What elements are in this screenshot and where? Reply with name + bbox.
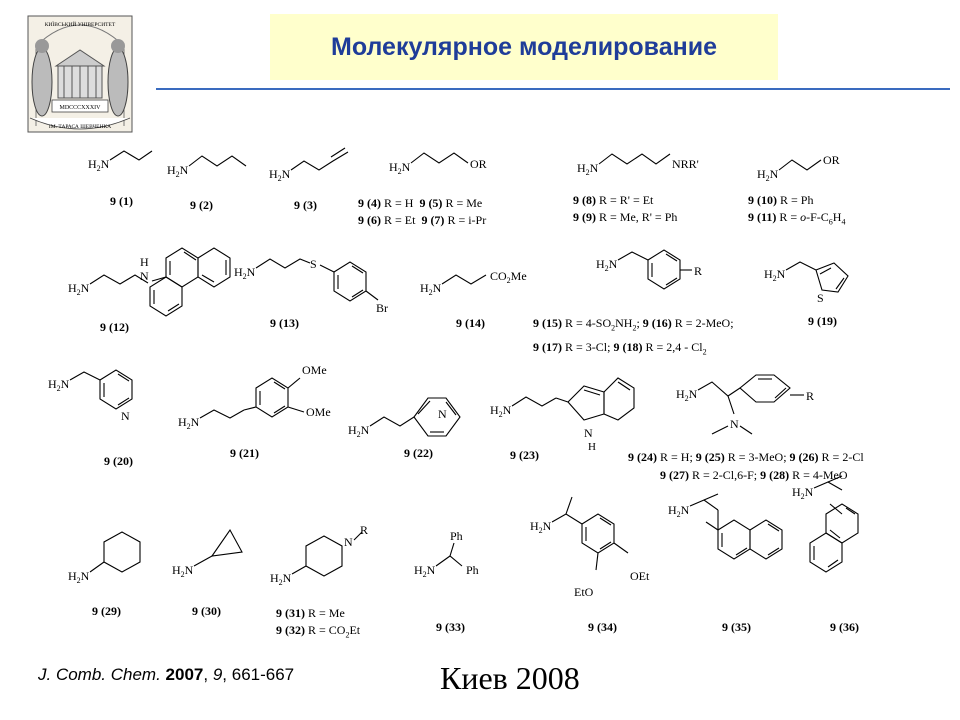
structure-20: N (47, 369, 133, 423)
substituent-8: 9 (8) R = R' = Et (573, 193, 654, 207)
substituent-27-28: 9 (27) R = 2-Cl,6-F; 9 (28) R = 4-MeO (660, 468, 848, 482)
structure-34: EtO OEt (529, 496, 650, 599)
substituent-24-26: 9 (24) R = H; 9 (25) R = 3-MeO; 9 (26) R… (628, 450, 864, 464)
substituent-9: 9 (9) R = Me, R' = Ph (573, 210, 678, 224)
substituent-6-7: 9 (6) R = Et 9 (7) R = i-Pr (358, 213, 487, 227)
svg-text:H: H (140, 255, 149, 269)
compound-label-13: 9 (13) (270, 316, 299, 330)
substituent-11: 9 (11) R = o-F-C6H4 (748, 210, 846, 227)
compound-label-2: 9 (2) (190, 198, 213, 212)
title-divider (156, 88, 950, 90)
svg-text:Ph: Ph (466, 563, 479, 577)
substituent-31: 9 (31) R = Me (276, 606, 345, 620)
structure-2 (166, 155, 247, 180)
reference-journal: J. Comb. Chem. (38, 665, 161, 684)
compound-label-20: 9 (20) (104, 454, 133, 468)
structure-33: Ph Ph (413, 529, 479, 580)
structure-15-18: R (595, 249, 702, 290)
structure-22: N (347, 397, 461, 440)
svg-text:S: S (310, 257, 317, 271)
svg-text:Ph: Ph (450, 529, 463, 543)
svg-text:S: S (817, 291, 824, 305)
structure-30 (171, 528, 243, 580)
compound-label-34: 9 (34) (588, 620, 617, 634)
compound-label-21: 9 (21) (230, 446, 259, 460)
svg-text:OR: OR (823, 153, 840, 167)
compound-label-33: 9 (33) (436, 620, 465, 634)
compound-label-30: 9 (30) (192, 604, 221, 618)
footer-city-year: Киев 2008 (440, 660, 580, 696)
svg-text:CO2Me: CO2Me (490, 269, 527, 285)
structure-3 (268, 147, 349, 184)
structure-31-32: N R (269, 523, 368, 588)
compound-label-14: 9 (14) (456, 316, 485, 330)
structure-23: N H (489, 377, 635, 453)
compound-label-19: 9 (19) (808, 314, 837, 328)
compound-label-22: 9 (22) (404, 446, 433, 460)
svg-text:N: N (140, 269, 149, 283)
substituent-4-5: 9 (4) R = H 9 (5) R = Me (358, 196, 483, 210)
svg-text:OR: OR (470, 157, 487, 171)
structure-14: CO2Me (419, 269, 527, 298)
title-box: Молекулярное моделирование (270, 14, 778, 80)
reference-year: 2007 (165, 665, 204, 684)
svg-text:N: N (584, 426, 593, 440)
substituent-17-18: 9 (17) R = 3-Cl; 9 (18) R = 2,4 - Cl2 (533, 340, 707, 357)
structure-24-28: N R (675, 374, 814, 435)
page-title: Молекулярное моделирование (331, 32, 717, 61)
compound-label-3: 9 (3) (294, 198, 317, 212)
structure-1 (87, 150, 153, 174)
svg-text:OEt: OEt (630, 569, 650, 583)
svg-text:Br: Br (376, 301, 388, 315)
structure-35 (667, 493, 783, 560)
svg-text:N: N (344, 535, 353, 549)
compound-label-1: 9 (1) (110, 194, 133, 208)
compound-label-36: 9 (36) (830, 620, 859, 634)
structure-13: S Br (233, 257, 388, 315)
reference-pages: 661-667 (231, 665, 295, 684)
svg-text:H: H (588, 441, 596, 453)
structure-19: S (763, 261, 849, 305)
seal-top-text: КИЇВСЬКИЙ УНІВЕРСИТЕТ (45, 20, 116, 28)
seal-year-text: MDCCCXXXIV (59, 105, 101, 111)
structure-10-11: OR (756, 153, 840, 184)
structure-8-9: NRR' (576, 153, 699, 178)
svg-text:N: N (121, 409, 130, 423)
svg-text:NRR': NRR' (672, 157, 699, 171)
structure-21: OMe OMe (177, 363, 331, 432)
svg-text:OMe: OMe (302, 363, 327, 377)
svg-text:OMe: OMe (306, 405, 331, 419)
substituent-10: 9 (10) R = Ph (748, 193, 814, 207)
structure-36 (791, 475, 859, 573)
svg-text:N: N (730, 417, 739, 431)
compound-label-29: 9 (29) (92, 604, 121, 618)
svg-text:N: N (438, 407, 447, 421)
svg-text:EtO: EtO (574, 585, 594, 599)
svg-text:R: R (360, 523, 368, 537)
substituent-32: 9 (32) R = CO2Et (276, 623, 361, 640)
svg-text:R: R (694, 264, 702, 278)
seal-bottom-text: ІМ. ТАРАСА ШЕВЧЕНКА (49, 124, 111, 130)
compound-label-35: 9 (35) (722, 620, 751, 634)
reference-volume: 9 (212, 665, 223, 684)
structure-12: H N (67, 247, 231, 317)
structure-4-7: OR (388, 152, 487, 177)
svg-text:R: R (806, 389, 814, 403)
compound-label-23: 9 (23) (510, 448, 539, 462)
compound-label-12: 9 (12) (100, 320, 129, 334)
university-seal-logo: MDCCCXXXIV ІМ. ТАРАСА ШЕВЧЕНКА КИЇВСЬКИЙ… (27, 15, 133, 133)
structure-29 (67, 531, 141, 586)
substituent-15-16: 9 (15) R = 4-SO2NH2; 9 (16) R = 2-MeO; (533, 316, 734, 333)
literature-reference: J. Comb. Chem. 2007, 9, 661-667 (38, 665, 295, 684)
